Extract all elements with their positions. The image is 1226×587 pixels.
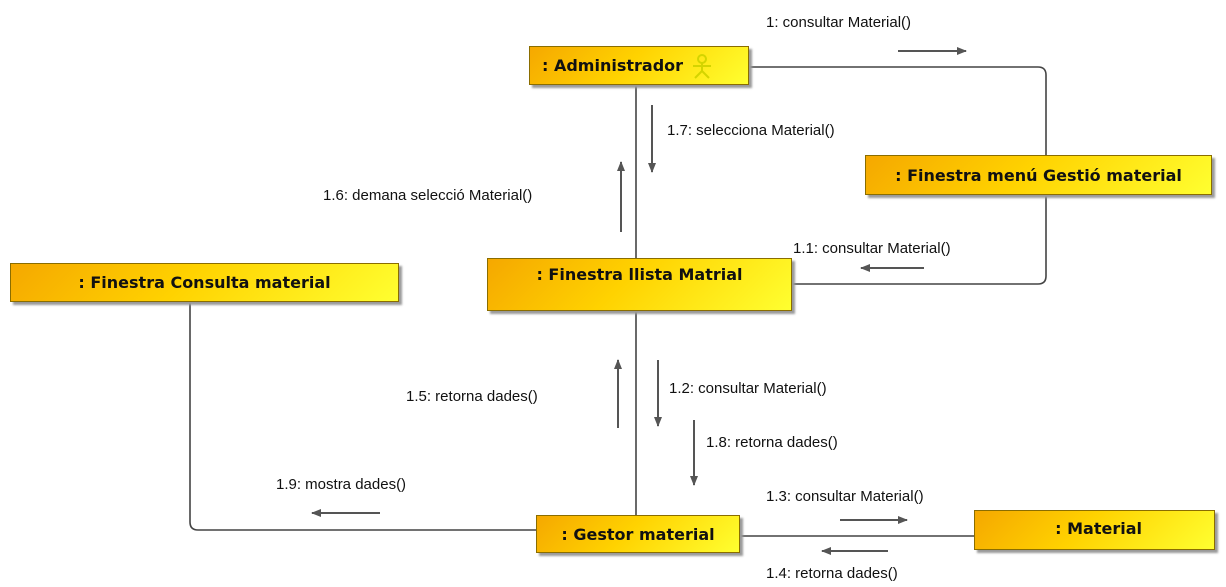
object-finestra-llista[interactable]: : Finestra llista Matrial <box>487 258 792 311</box>
object-finestra-consulta-label: : Finestra Consulta material <box>78 273 331 292</box>
message-1-8: 1.8: retorna dades() <box>706 434 838 451</box>
message-1-3: 1.3: consultar Material() <box>766 488 924 505</box>
object-finestra-consulta[interactable]: : Finestra Consulta material <box>10 263 399 302</box>
message-1: 1: consultar Material() <box>766 14 912 31</box>
object-gestor-material-label: : Gestor material <box>561 524 715 544</box>
object-material[interactable]: : Material <box>974 510 1215 550</box>
object-finestra-menu-gestio-label: : Finestra menú Gestió material <box>895 165 1182 185</box>
actor-icon <box>693 53 712 79</box>
message-1-7: 1.7: selecciona Material() <box>667 122 835 139</box>
message-1-1: 1.1: consultar Material() <box>793 240 951 257</box>
object-material-label: : Material <box>1055 519 1142 538</box>
object-finestra-menu-gestio[interactable]: : Finestra menú Gestió material <box>865 155 1212 195</box>
message-1-5: 1.5: retorna dades() <box>406 388 538 405</box>
link-admin-menu <box>749 66 1047 162</box>
message-1-6: 1.6: demana selecció Material() <box>323 187 533 204</box>
object-administrador[interactable]: : Administrador <box>529 46 749 85</box>
message-1-4: 1.4: retorna dades() <box>766 565 898 582</box>
object-administrador-label: : Administrador <box>542 56 684 75</box>
link-consulta-gestor <box>189 302 536 531</box>
object-finestra-llista-label: : Finestra llista Matrial <box>536 265 743 284</box>
object-gestor-material[interactable]: : Gestor material <box>536 515 740 553</box>
message-1-2: 1.2: consultar Material() <box>669 380 827 397</box>
message-1-9: 1.9: mostra dades() <box>276 476 407 493</box>
link-menu-llista <box>792 196 1047 285</box>
